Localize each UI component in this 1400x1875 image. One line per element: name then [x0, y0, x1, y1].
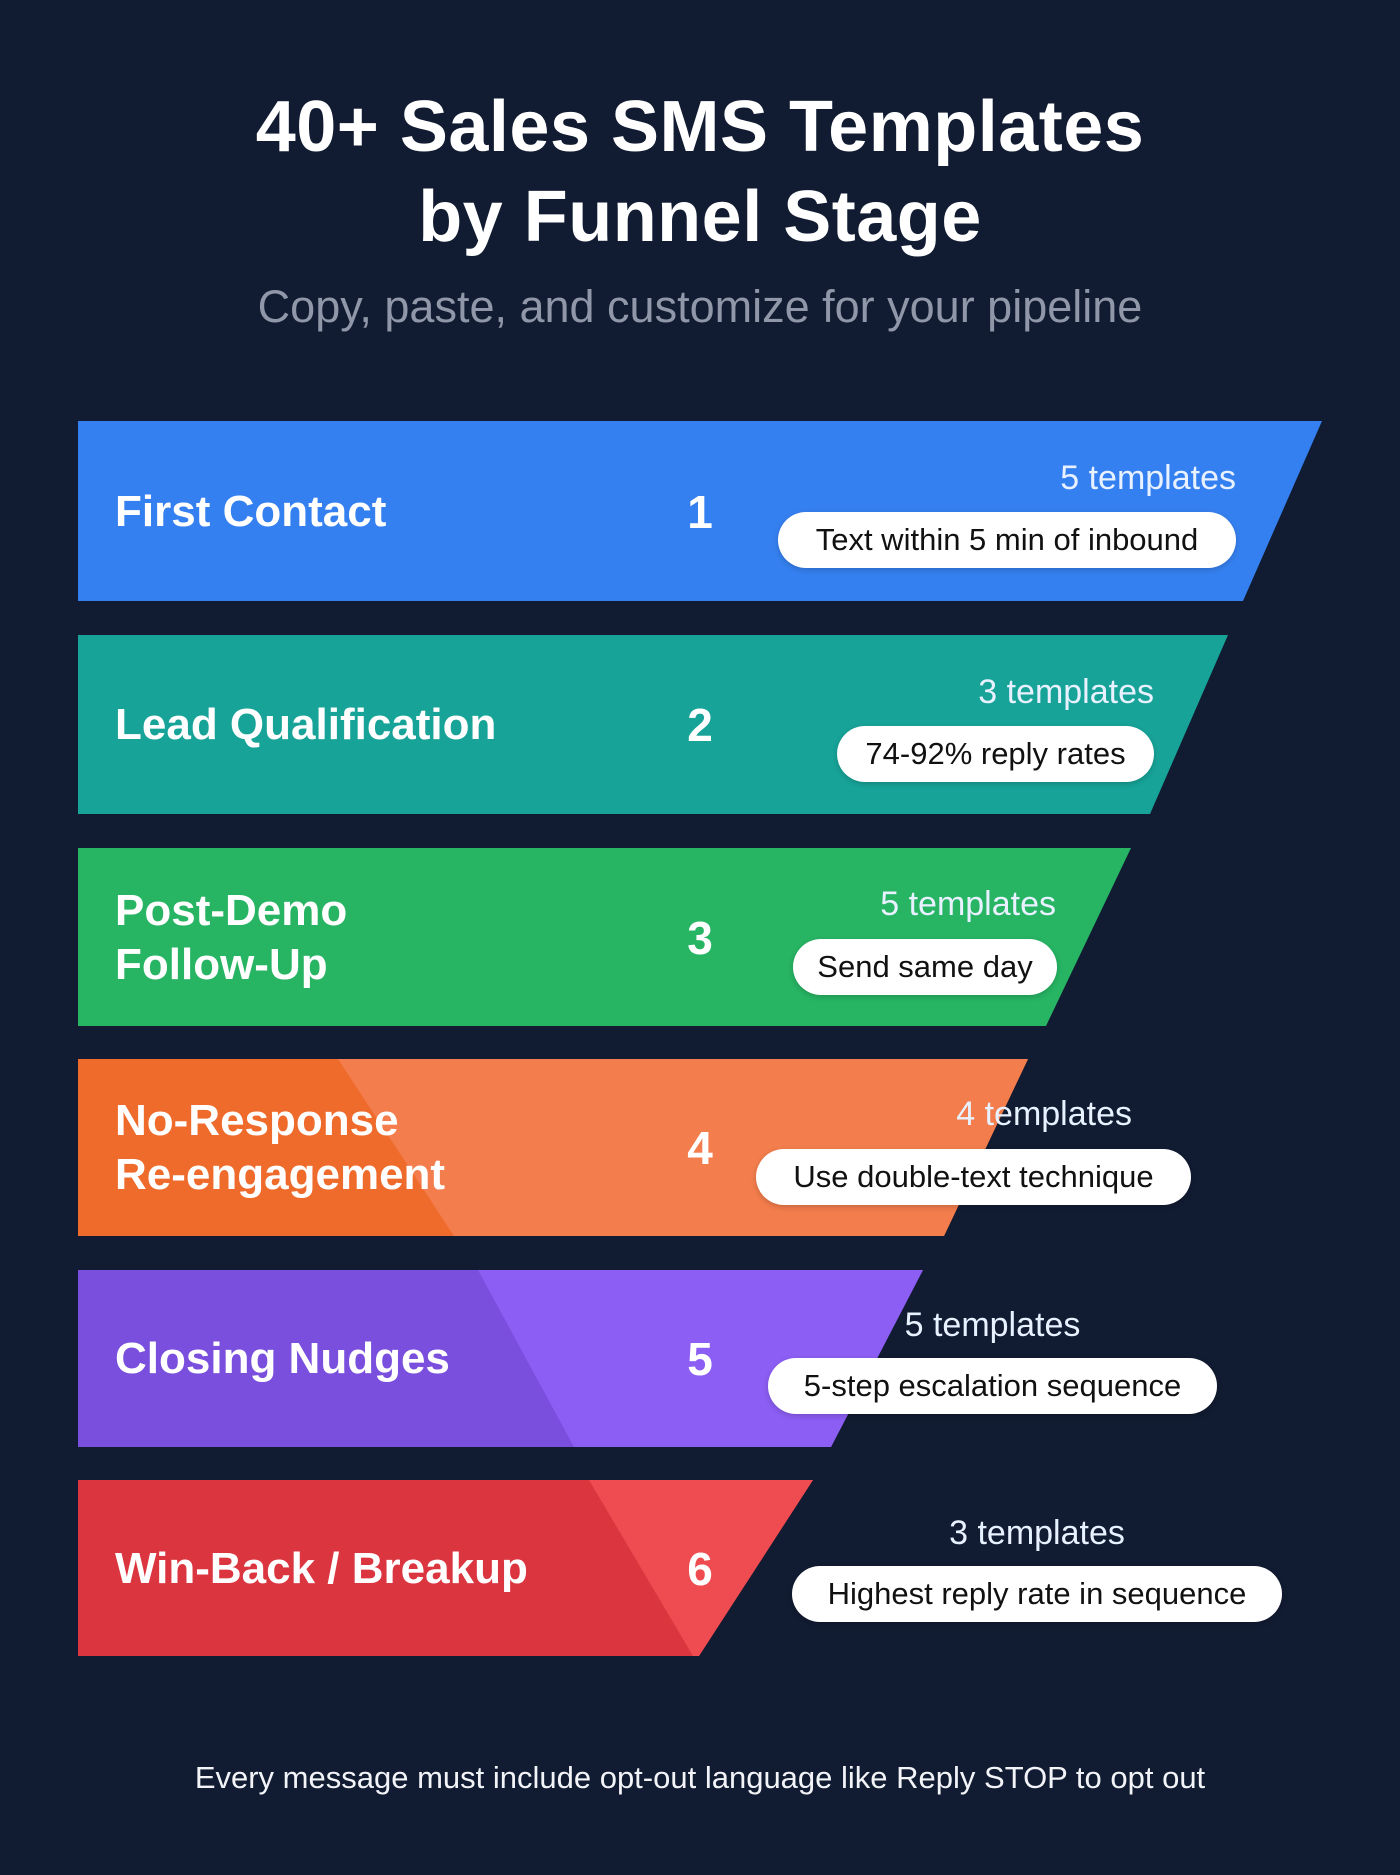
- stage-5-label: Closing Nudges: [115, 1334, 450, 1383]
- stage-2-tip-pill[interactable]: 74-92% reply rates: [837, 726, 1154, 782]
- stage-5-tip-pill[interactable]: 5-step escalation sequence: [768, 1358, 1217, 1414]
- stage-1-tip-pill[interactable]: Text within 5 min of inbound: [778, 512, 1236, 568]
- stage-6-label: Win-Back / Breakup: [115, 1544, 528, 1593]
- stage-3-template-count: 5 templates: [880, 885, 1056, 923]
- stage-6-tip-pill[interactable]: Highest reply rate in sequence: [792, 1566, 1282, 1622]
- stage-3-label-line-2: Follow-Up: [115, 940, 328, 989]
- stage-4-label-line-2: Re-engagement: [115, 1150, 446, 1199]
- footer-note: Every message must include opt-out langu…: [194, 1760, 1206, 1795]
- stage-4-label-line-1: No-Response: [115, 1096, 399, 1145]
- funnel-band-6-highlight: [589, 1480, 813, 1656]
- stage-3-tip-pill[interactable]: Send same day: [793, 939, 1057, 995]
- stage-1-template-count: 5 templates: [1060, 459, 1236, 497]
- page-subtitle: Copy, paste, and customize for your pipe…: [257, 281, 1143, 332]
- stage-5-number: 5: [687, 1333, 713, 1385]
- stage-2-number: 2: [687, 699, 713, 751]
- stage-3-label-line-1: Post-Demo: [115, 886, 348, 935]
- stage-2-label: Lead Qualification: [115, 700, 497, 749]
- page-title-line-1: 40+ Sales SMS Templates: [255, 87, 1145, 167]
- stage-1-label: First Contact: [115, 487, 387, 536]
- stage-4-tip-pill[interactable]: Use double-text technique: [756, 1149, 1191, 1205]
- stage-3-number: 3: [687, 912, 713, 964]
- stage-6-number: 6: [687, 1543, 713, 1595]
- stage-4-template-count: 4 templates: [956, 1095, 1132, 1133]
- page-title-line-2: by Funnel Stage: [418, 177, 982, 257]
- stage-4-number: 4: [687, 1122, 713, 1174]
- stage-6-template-count: 3 templates: [949, 1514, 1125, 1552]
- stage-1-number: 1: [687, 486, 713, 538]
- stage-2-template-count: 3 templates: [978, 673, 1154, 711]
- stage-5-template-count: 5 templates: [904, 1306, 1081, 1344]
